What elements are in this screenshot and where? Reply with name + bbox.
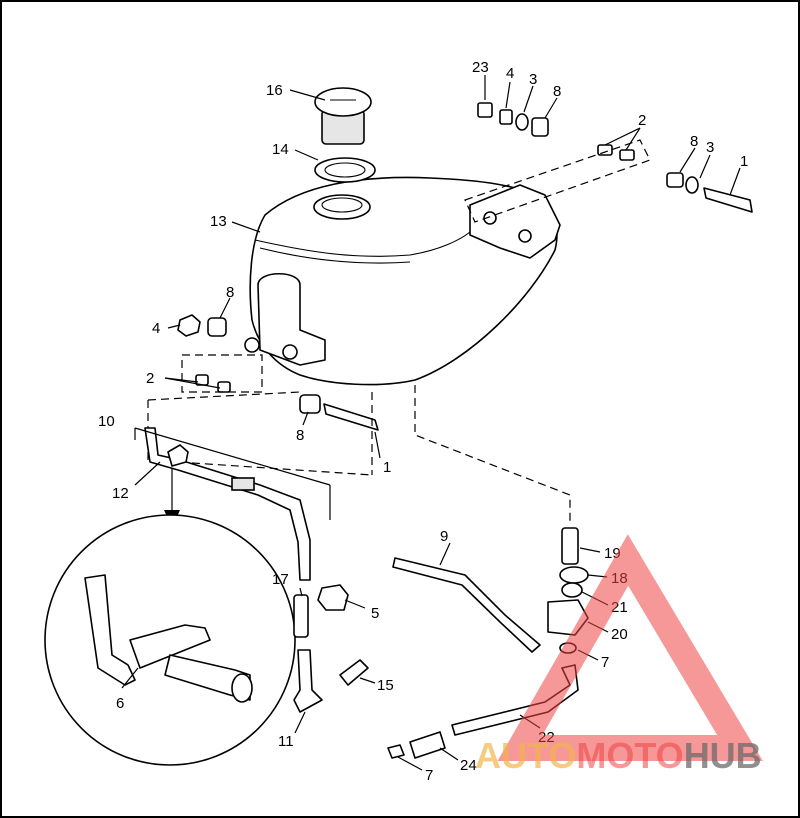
callout-1b: 1 <box>383 459 391 476</box>
callout-5: 5 <box>371 605 379 622</box>
petcock-left <box>293 584 369 713</box>
front-mount-hardware <box>177 314 379 431</box>
watermark-auto: AUTO <box>475 735 576 776</box>
callout-14: 14 <box>272 141 289 158</box>
callout-15: 15 <box>377 677 394 694</box>
callout-6: 6 <box>116 695 124 712</box>
callout-8b: 8 <box>690 133 698 150</box>
fuel-valve-assembly <box>387 527 589 759</box>
fuel-tank <box>244 176 561 386</box>
callout-4b: 4 <box>152 320 160 337</box>
callout-2a: 2 <box>638 112 646 129</box>
cap-gasket <box>314 157 376 183</box>
callout-20: 20 <box>611 626 628 643</box>
callout-17: 17 <box>272 571 289 588</box>
callout-7b: 7 <box>425 767 433 784</box>
watermark-hub: HUB <box>684 735 762 776</box>
callout-9: 9 <box>440 528 448 545</box>
callout-24: 24 <box>460 757 477 774</box>
callout-7a: 7 <box>601 654 609 671</box>
watermark-logo: AUTOMOTOHUB <box>475 534 763 776</box>
rear-mount-hardware <box>477 102 753 213</box>
callout-10: 10 <box>98 413 115 430</box>
callout-16: 16 <box>266 82 283 99</box>
callout-8-lower: 8 <box>296 427 304 444</box>
callout-3b: 3 <box>706 139 714 156</box>
callout-3a: 3 <box>529 71 537 88</box>
callout-1a: 1 <box>740 153 748 170</box>
watermark-triangle <box>497 534 763 761</box>
callout-12: 12 <box>112 485 129 502</box>
fuel-cap <box>314 87 372 145</box>
callout-8c: 8 <box>226 284 234 301</box>
callout-4a: 4 <box>506 65 514 82</box>
detail-view <box>44 468 296 766</box>
callout-8a: 8 <box>553 83 561 100</box>
callout-2b: 2 <box>146 370 154 387</box>
crossover-hose <box>134 427 331 581</box>
callout-23: 23 <box>472 59 489 76</box>
svg-text:AUTOMOTOHUB: AUTOMOTOHUB <box>475 735 762 776</box>
callout-13: 13 <box>210 213 227 230</box>
callout-11: 11 <box>278 733 294 750</box>
watermark-moto: MOTO <box>576 735 683 776</box>
